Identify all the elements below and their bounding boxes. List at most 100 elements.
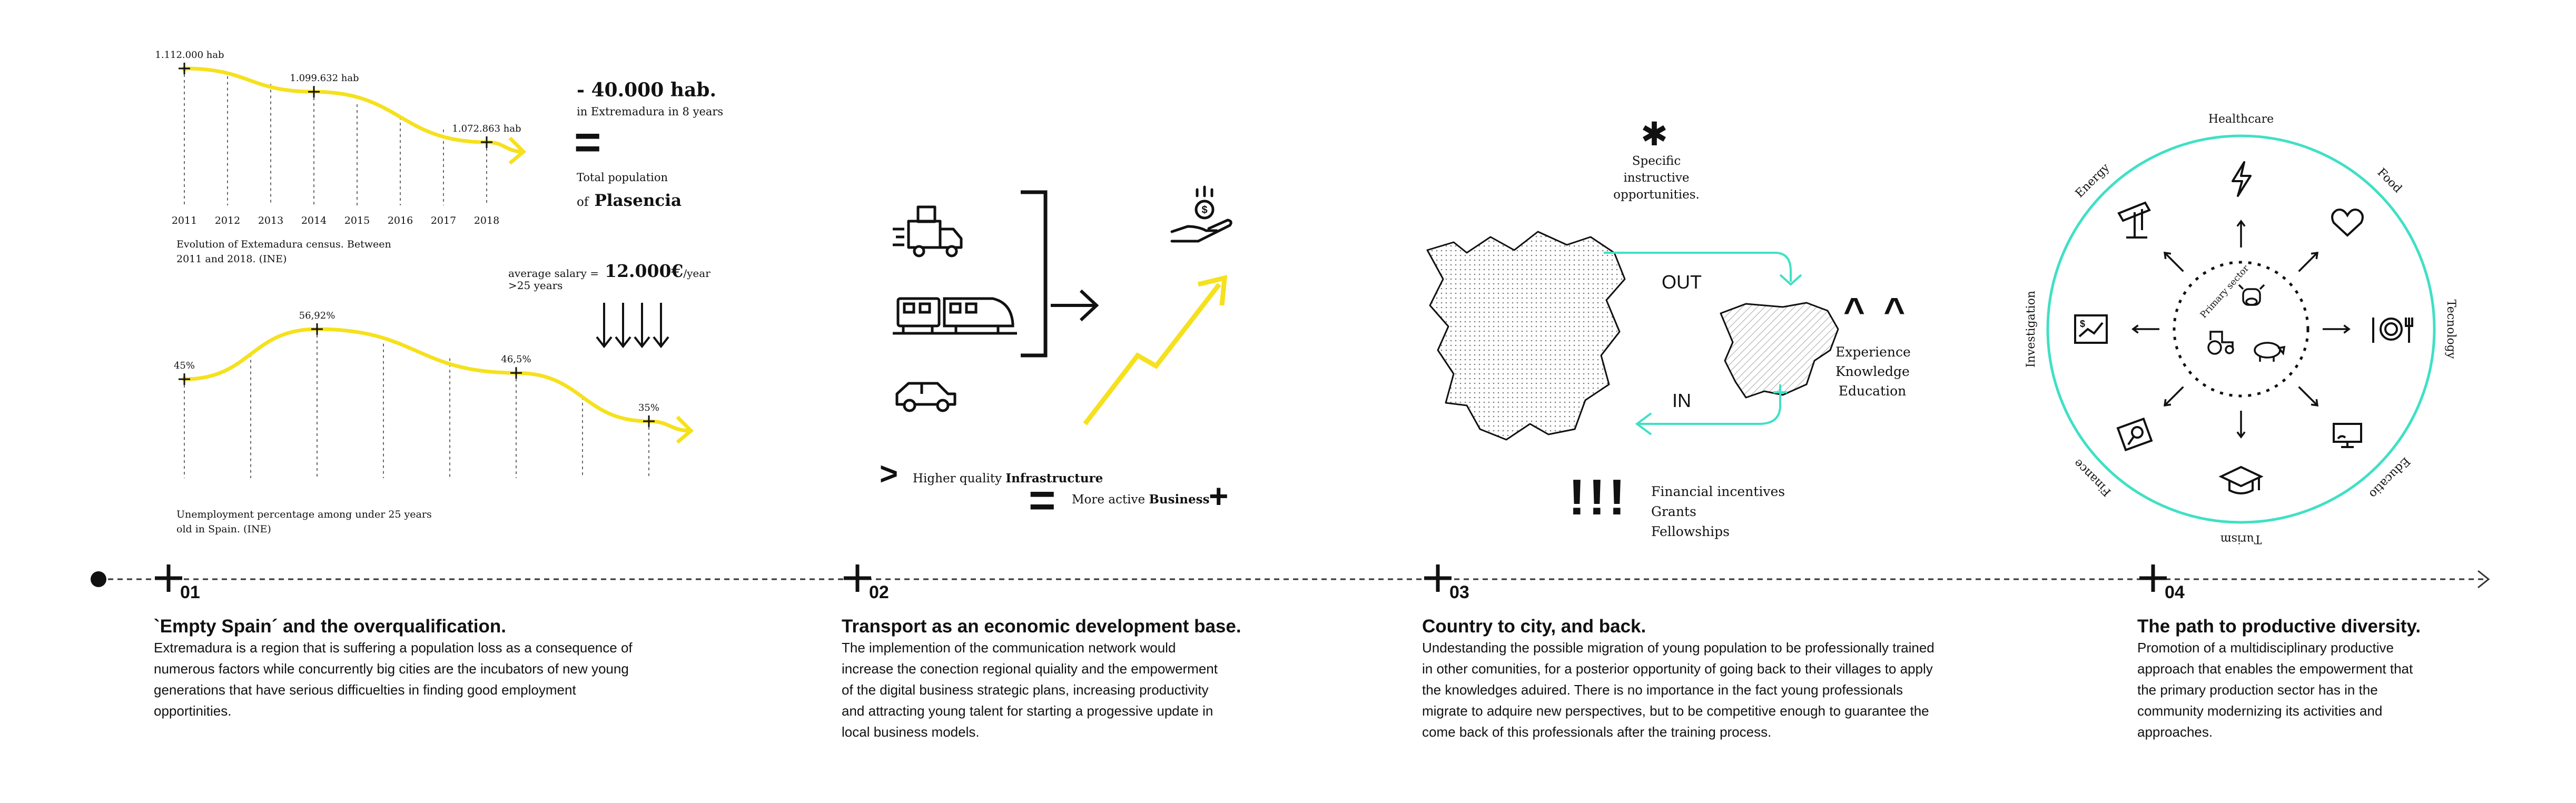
map-icon <box>2116 417 2153 452</box>
ring-label: Energy <box>2073 161 2113 201</box>
plate-icon <box>2372 318 2413 343</box>
wheel-arrow <box>2298 252 2318 272</box>
ring-label: Investigation <box>2025 291 2038 368</box>
wheel-arrowhead <box>2163 399 2172 407</box>
extremadura-map <box>1426 231 1626 441</box>
step-number: 02 <box>869 582 889 602</box>
caret-symbols: ^ ^ <box>1843 290 1910 331</box>
population-loss-subtitle: in Extremadura in 8 years <box>577 105 724 118</box>
ring-label: Turism <box>2220 532 2262 546</box>
step-title: Country to city, and back. <box>1422 616 1646 637</box>
cow-icon <box>2238 284 2265 306</box>
equals-sign: = <box>574 116 601 168</box>
step-body-line: the knowledges aduired. There is no impo… <box>1422 682 1903 698</box>
timeline-step-01: 01 <box>153 562 200 602</box>
svg-text:$: $ <box>2080 319 2085 329</box>
specific-line: Specific <box>1632 154 1681 168</box>
wheel-arrow <box>2164 386 2184 407</box>
wheel-arrowhead <box>2131 324 2139 334</box>
ring-label: Food <box>2375 166 2404 195</box>
timeline-start-dot <box>91 571 106 587</box>
asterisk-icon: ✱ <box>1641 116 1668 153</box>
data-label: 1.072.863 hab <box>452 123 521 134</box>
step-text-03: Country to city, and back. Undestanding … <box>1422 616 2080 742</box>
step-body-line: approach that enables the empowerment th… <box>2137 661 2413 677</box>
unemployment-caption-line: old in Spain. (INE) <box>176 523 271 535</box>
year-tick-label: 2018 <box>474 215 499 226</box>
ring-label: Healthcare <box>2208 113 2274 126</box>
business-label: More active Business <box>1072 492 1210 507</box>
data-label: 1.112.000 hab <box>155 49 224 61</box>
step-body: Promotion of a multidisciplinary product… <box>2137 637 2516 742</box>
specific-opportunities: Specific instructive opportunities. <box>1596 153 1717 203</box>
timeline-step-04: 04 <box>2137 562 2185 602</box>
data-label: 46,5% <box>501 354 531 365</box>
step-body-line: the primary production sector has in the <box>2137 682 2378 698</box>
timeline-end-arrow <box>2478 570 2490 589</box>
year-tick-label: 2016 <box>388 215 413 226</box>
step-body-line: The implemention of the communication ne… <box>842 640 1176 656</box>
financial-list: Financial incentives Grants Fellowships <box>1651 482 1785 542</box>
infrastructure-prefix: Higher quality <box>913 472 1002 485</box>
series-arrowhead <box>508 136 527 165</box>
step-body-line: of the digital business strategic plans,… <box>842 682 1209 698</box>
step-title: Transport as an economic development bas… <box>842 616 1241 637</box>
financial-item: Fellowships <box>1651 524 1730 539</box>
unemployment-caption-line: Unemployment percentage among under 25 y… <box>176 509 432 520</box>
step-title: The path to productive diversity. <box>2137 616 2421 637</box>
experience-item: Education <box>1838 383 1907 399</box>
step-body-line: opportinities. <box>154 703 232 719</box>
step-body-line: Extremadura is a region that is sufferin… <box>154 640 633 656</box>
step-text-04: The path to productive diversity. Promot… <box>2137 616 2516 742</box>
business-bold: Business <box>1149 492 1210 507</box>
heart-icon <box>2331 209 2364 237</box>
in-label: IN <box>1672 390 1691 411</box>
of-word: of <box>577 195 589 209</box>
financial-item: Grants <box>1651 504 1696 519</box>
specific-line: instructive <box>1623 171 1690 185</box>
unemployment-chart-caption: Unemployment percentage among under 25 y… <box>176 507 432 537</box>
outer-ring <box>2046 134 2436 524</box>
step-text-01: `Empty Spain´ and the overqualification.… <box>154 616 759 721</box>
money-hand-icon: $ <box>1170 185 1232 243</box>
diversity-wheel: HealthcareFoodTecnologyEducatioTurismFin… <box>2025 113 2457 546</box>
graduation-icon <box>2218 465 2264 494</box>
train-icon <box>893 297 1017 335</box>
unemployment-chart-plot: 2011201220132014201520162017201845%56,92… <box>174 310 694 478</box>
oil-pump-icon <box>2117 201 2151 239</box>
year-tick-label: 2015 <box>344 215 370 226</box>
wheel-arrowhead <box>2311 251 2319 260</box>
population-caption-line: Evolution of Extemadura census. Between <box>176 239 391 250</box>
step-body: Extremadura is a region that is sufferin… <box>154 637 759 721</box>
step-body: Undestanding the possible migration of y… <box>1422 637 2080 742</box>
lightning-icon <box>2232 161 2252 197</box>
population-loss-stat: - 40.000 hab. <box>577 79 716 101</box>
bracket-icon <box>1021 190 1048 358</box>
year-tick-label: 2014 <box>301 215 327 226</box>
wheel-arrowhead <box>2236 220 2246 227</box>
step-number: 04 <box>2165 582 2185 602</box>
financial-item: Financial incentives <box>1651 484 1785 499</box>
data-label: 35% <box>638 402 659 413</box>
ring-label: Tecnology <box>2444 300 2457 359</box>
step-body: The implemention of the communication ne… <box>842 637 1316 742</box>
step-body-line: and attracting young talent for starting… <box>842 703 1213 719</box>
wheel-arrow <box>2298 386 2318 407</box>
wheel-arrowhead <box>2236 431 2246 439</box>
step-text-02: Transport as an economic development bas… <box>842 616 1316 742</box>
year-tick-label: 2017 <box>431 215 456 226</box>
step-body-line: generations that have serious difficuelt… <box>154 682 576 698</box>
svg-text:$: $ <box>1201 204 1207 216</box>
plus-marker-icon <box>844 564 871 592</box>
population-chart-caption: Evolution of Extemadura census. Between … <box>176 237 391 266</box>
pig-icon <box>2254 342 2286 362</box>
step-body-line: numerous factors while concurrently big … <box>154 661 629 677</box>
step-body-line: Undestanding the possible migration of y… <box>1422 640 1935 656</box>
infrastructure-bold: Infrastructure <box>1005 471 1103 485</box>
wheel-arrowhead <box>2163 251 2172 260</box>
migration-arrows <box>1604 252 1802 435</box>
salary-age-note: >25 years <box>508 279 563 292</box>
plus-sign: + <box>1209 477 1229 515</box>
step-title: `Empty Spain´ and the overqualification. <box>154 616 506 637</box>
